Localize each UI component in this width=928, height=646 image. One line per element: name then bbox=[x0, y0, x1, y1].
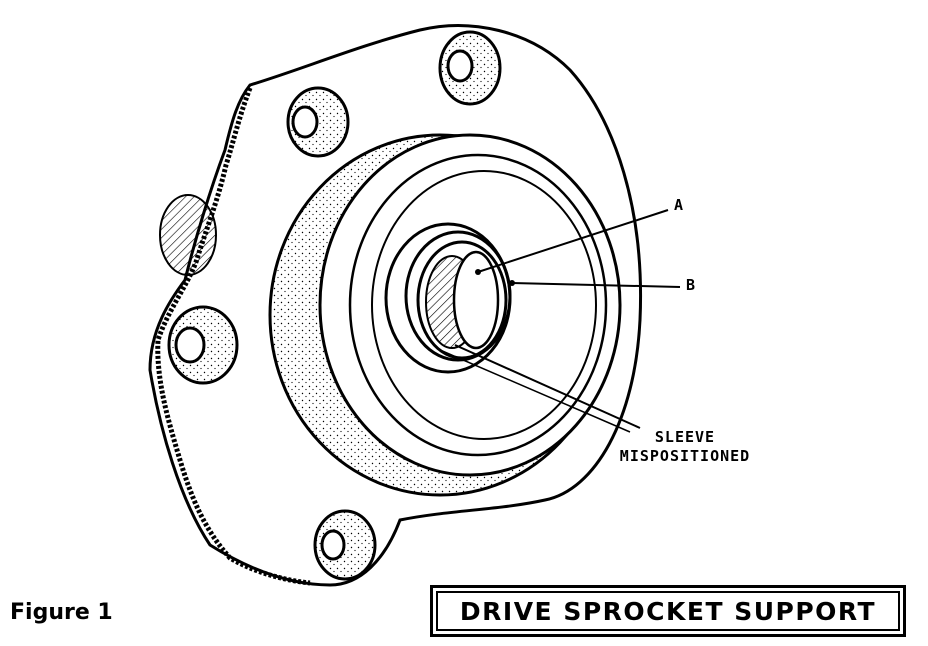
leader-b-dot bbox=[509, 280, 515, 286]
callout-sleeve-mispositioned: SLEEVE MISPOSITIONED bbox=[600, 428, 770, 466]
callout-b: B bbox=[686, 276, 697, 294]
figure-title: DRIVE SPROCKET SUPPORT bbox=[459, 596, 877, 626]
leader-a bbox=[477, 209, 669, 273]
callout-sleeve-line1: SLEEVE bbox=[654, 428, 716, 446]
bolt-hole-left bbox=[167, 305, 239, 385]
bolt-hole-top-left bbox=[286, 86, 350, 158]
leader-b bbox=[511, 282, 681, 288]
bolt-hole-top-right bbox=[438, 30, 502, 106]
leader-a-dot bbox=[475, 269, 481, 275]
bore-sleeve bbox=[384, 222, 512, 374]
leader-sleeve bbox=[454, 344, 641, 429]
bolt-hole-bottom bbox=[313, 509, 377, 581]
leader-sleeve-2 bbox=[439, 349, 631, 433]
gear-teeth bbox=[159, 194, 217, 276]
figure-caption: Figure 1 bbox=[10, 600, 113, 625]
flange-rough-edge bbox=[155, 87, 311, 586]
callout-a: A bbox=[674, 196, 685, 214]
callout-sleeve-line2: MISPOSITIONED bbox=[619, 447, 751, 465]
title-box: DRIVE SPROCKET SUPPORT bbox=[430, 585, 906, 637]
